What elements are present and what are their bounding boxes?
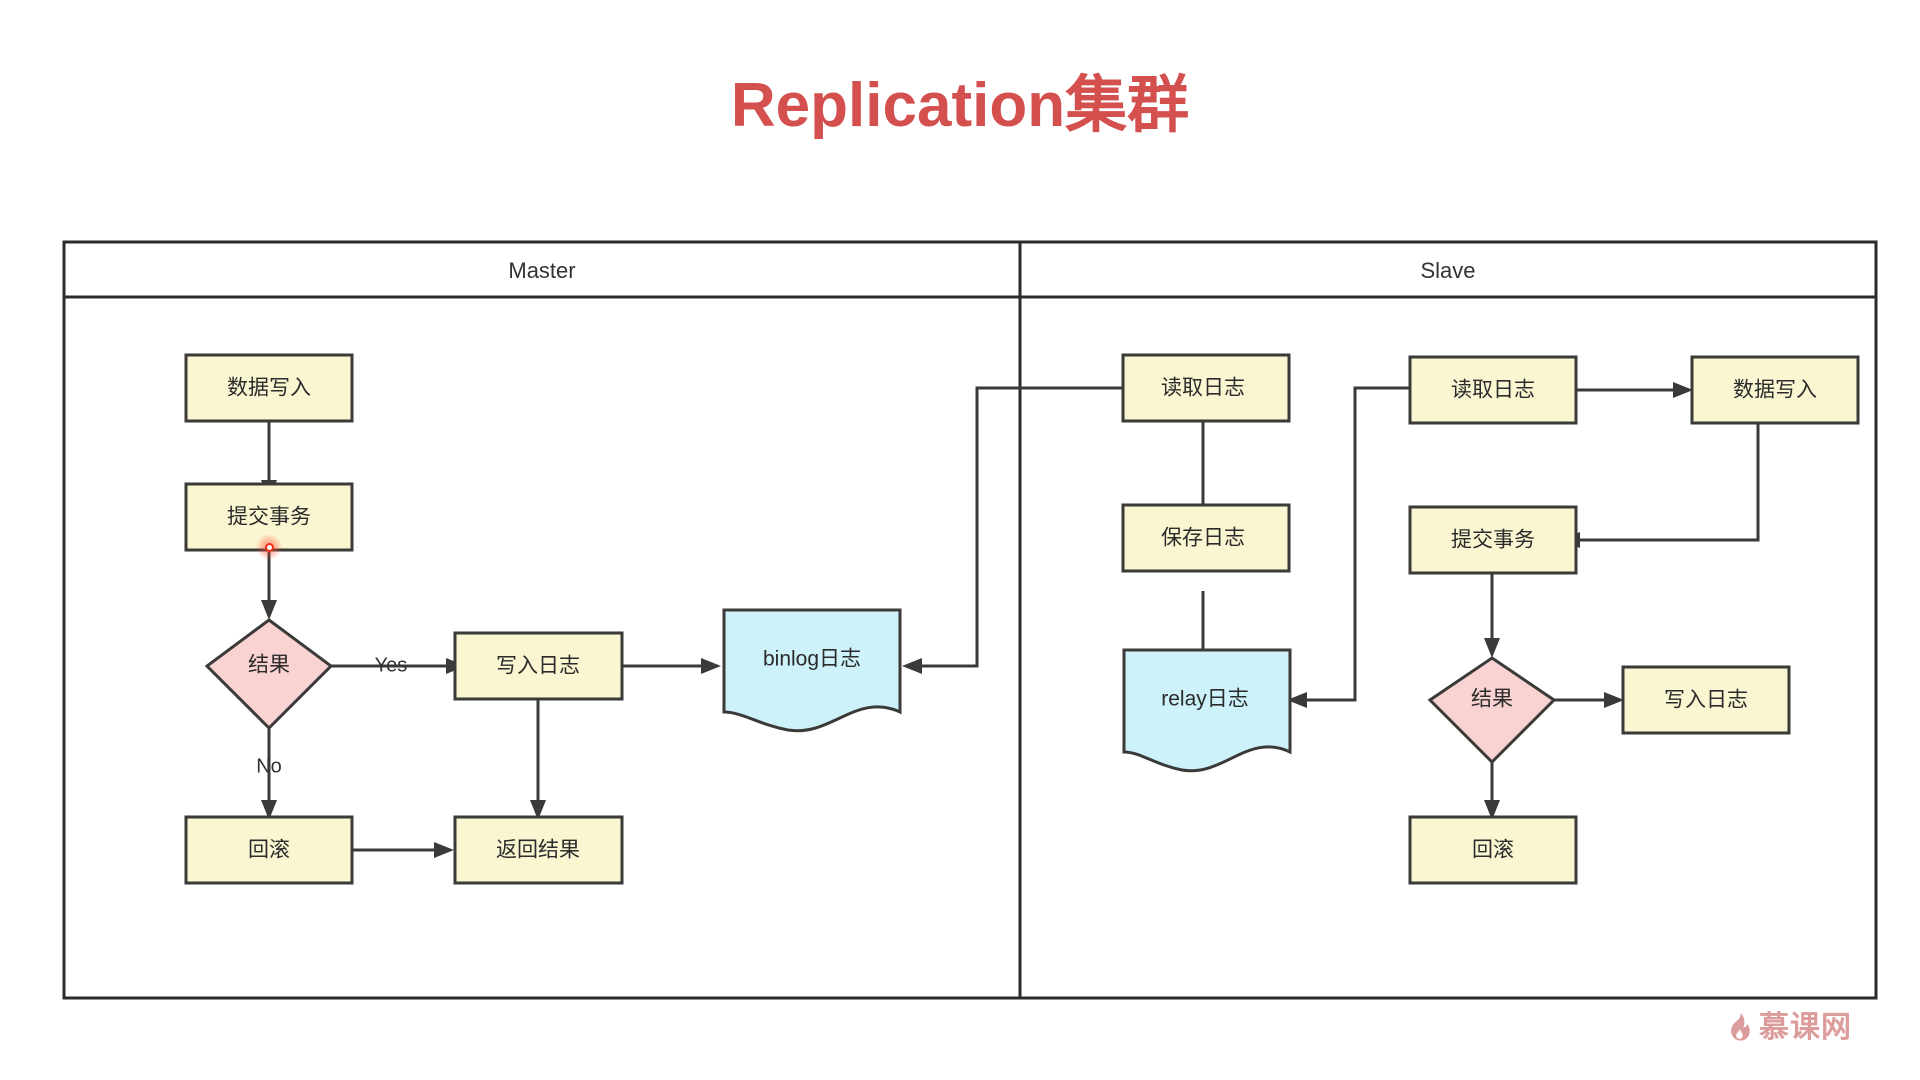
node-m-write-data[interactable]: 数据写入 [184,353,354,423]
node-label: relay日志 [1161,688,1249,711]
node-m-write-log[interactable]: 写入日志 [453,631,624,701]
node-m-binlog[interactable]: binlog日志 [722,608,902,733]
node-label: 提交事务 [1451,529,1535,552]
node-label: 返回结果 [496,839,580,862]
node-label: 结果 [248,654,290,677]
node-m-commit-tx[interactable]: 提交事务 [184,482,354,552]
pool-frame [62,240,1878,1000]
node-s-read-log-2[interactable]: 读取日志 [1408,355,1578,425]
node-label: binlog日志 [763,648,861,671]
connectors-slave [902,382,1760,820]
page-title: Replication集群 [730,71,1190,140]
node-label: 数据写入 [227,377,311,400]
lane-header-master: Master [508,258,575,283]
node-label: 数据写入 [1733,379,1817,402]
node-label: 读取日志 [1161,377,1245,400]
node-label: 写入日志 [496,655,580,678]
node-m-return[interactable]: 返回结果 [453,815,624,885]
node-label: 结果 [1471,688,1513,711]
node-s-save-log[interactable]: 保存日志 [1121,503,1291,573]
node-s-write-data[interactable]: 数据写入 [1690,355,1860,425]
node-m-result[interactable]: 结果 [204,618,334,731]
node-label: 保存日志 [1161,527,1245,550]
edge-label-no-master: No [256,755,282,777]
node-label: 回滚 [1472,839,1514,862]
node-label: 写入日志 [1664,689,1748,712]
node-s-write-log[interactable]: 写入日志 [1621,665,1791,735]
lane-header-slave: Slave [1420,258,1475,283]
node-label: 回滚 [248,839,290,862]
watermark-mukewang: 慕课网 [1726,1012,1852,1044]
node-s-result[interactable]: 结果 [1427,656,1557,765]
node-s-relay[interactable]: relay日志 [1122,648,1292,773]
node-s-rollback[interactable]: 回滚 [1408,815,1578,885]
flame-icon [1731,1013,1750,1041]
connectors-master: Yes No [256,420,721,858]
node-s-commit-tx[interactable]: 提交事务 [1408,505,1578,575]
node-label: 读取日志 [1451,379,1535,402]
edge-label-yes-master: Yes [375,654,408,676]
node-m-rollback[interactable]: 回滚 [184,815,354,885]
node-s-read-log-1[interactable]: 读取日志 [1121,353,1291,423]
watermark-text: 慕课网 [1759,1011,1852,1044]
node-label: 提交事务 [227,506,311,529]
